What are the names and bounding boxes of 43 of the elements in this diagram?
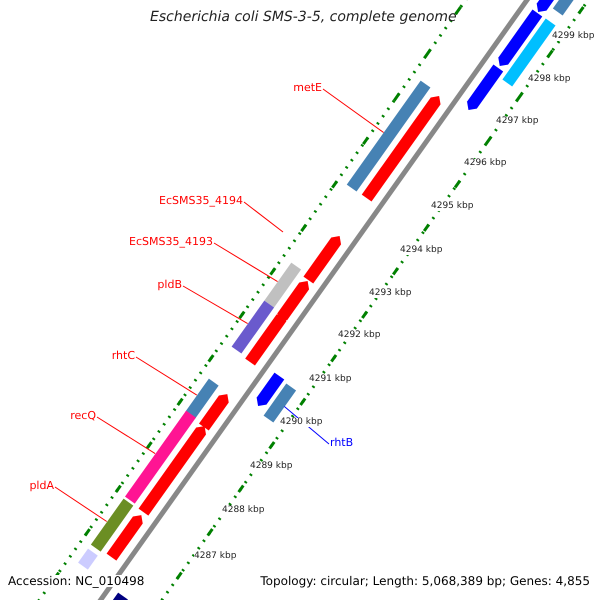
scale-label: 4293 kbp bbox=[369, 289, 412, 298]
scale-label: 4298 kbp bbox=[528, 75, 570, 84]
gene-label: metE bbox=[293, 82, 322, 93]
gene-segment bbox=[467, 64, 504, 110]
gene-bar bbox=[90, 498, 134, 552]
gene-label: pldB bbox=[157, 279, 182, 290]
leader-line bbox=[182, 286, 248, 324]
gene-segment bbox=[245, 313, 286, 366]
gene-segment bbox=[198, 394, 229, 431]
scale-label: 4296 kbp bbox=[464, 159, 506, 168]
leader-line bbox=[244, 202, 284, 232]
footer-text: Accession: NC_010498 bbox=[8, 575, 144, 587]
gene-label: recQ bbox=[70, 410, 96, 421]
leader-line bbox=[214, 242, 278, 282]
scale-label: 4295 kbp bbox=[431, 202, 474, 211]
gene-segment bbox=[362, 96, 441, 202]
leader-line bbox=[322, 88, 384, 134]
scale-label: 4299 kbp bbox=[552, 32, 594, 41]
gene-label: EcSMS35_4193 bbox=[129, 236, 213, 247]
scale-label: 4292 kbp bbox=[338, 331, 380, 340]
leader-line bbox=[96, 416, 156, 454]
gene-segment bbox=[106, 515, 143, 561]
gene-segment bbox=[138, 426, 206, 516]
footer-text: Topology: circular; Length: 5,068,389 bp; Genes: 4,855 bbox=[260, 575, 590, 587]
gene-label: rhtB bbox=[330, 437, 354, 448]
gene-label: rhtC bbox=[112, 350, 135, 361]
gene-segment bbox=[536, 0, 556, 12]
leader-line bbox=[136, 356, 198, 396]
gene-label: pldA bbox=[29, 480, 54, 491]
gene-segment bbox=[277, 281, 310, 321]
gene-segment bbox=[303, 236, 342, 284]
scale-label: 4290 kbp bbox=[280, 418, 322, 427]
scale-label: 4297 kbp bbox=[496, 117, 538, 126]
scale-label: 4294 kbp bbox=[400, 246, 442, 255]
scale-label: 4287 kbp bbox=[194, 552, 236, 561]
scale-label: 4288 kbp bbox=[222, 506, 264, 515]
gene-label: EcSMS35_4194 bbox=[159, 195, 243, 206]
scale-label: 4289 kbp bbox=[250, 462, 292, 471]
scale-label: 4291 kbp bbox=[309, 375, 352, 384]
title: Escherichia coli SMS-3-5, complete genome bbox=[150, 10, 457, 24]
gene-segment bbox=[256, 372, 284, 406]
gene-segment bbox=[498, 10, 542, 66]
leader-line bbox=[54, 486, 108, 522]
